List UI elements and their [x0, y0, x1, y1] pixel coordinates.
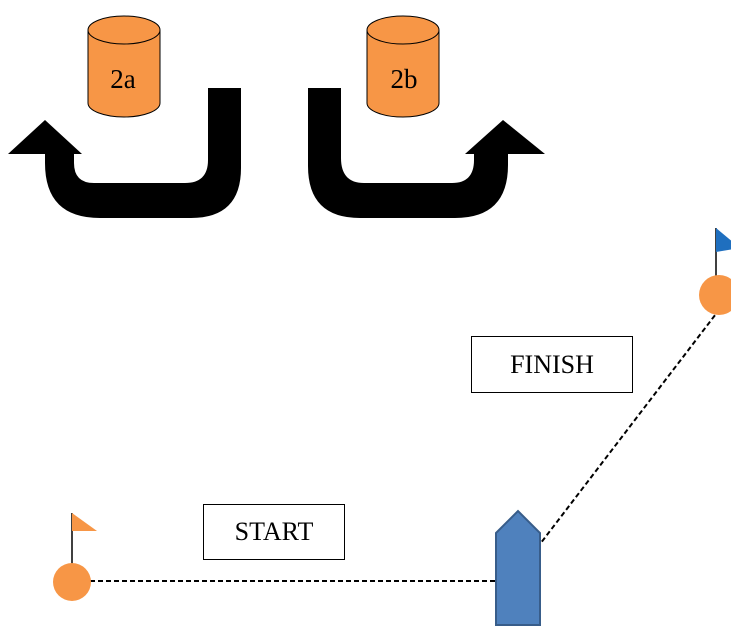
- start-label: START: [203, 504, 345, 560]
- buoy-2a-top: [87, 15, 161, 45]
- boat-icon: [495, 509, 541, 626]
- buoy-2b-label: 2b: [391, 64, 418, 94]
- finish-flag: [716, 228, 731, 252]
- buoy-2b-body: [366, 30, 440, 118]
- finish-buoy: [699, 275, 731, 315]
- start-buoy: [53, 563, 91, 601]
- blue-flag-buoy-icon: [699, 228, 731, 315]
- buoy-2a-body: [87, 30, 161, 118]
- buoy-2b-top: [366, 15, 440, 45]
- start-flag: [72, 513, 97, 531]
- orange-flag-buoy-icon: [53, 513, 97, 601]
- buoy-2a-label: 2a: [110, 64, 136, 94]
- finish-line: [536, 305, 723, 549]
- buoy-2a: 2a: [87, 15, 161, 118]
- u-turn-left-arrow-icon: [8, 88, 241, 218]
- buoy-2b: 2b: [366, 15, 440, 118]
- u-turn-right-arrow-icon: [308, 88, 545, 218]
- finish-label: FINISH: [471, 336, 633, 393]
